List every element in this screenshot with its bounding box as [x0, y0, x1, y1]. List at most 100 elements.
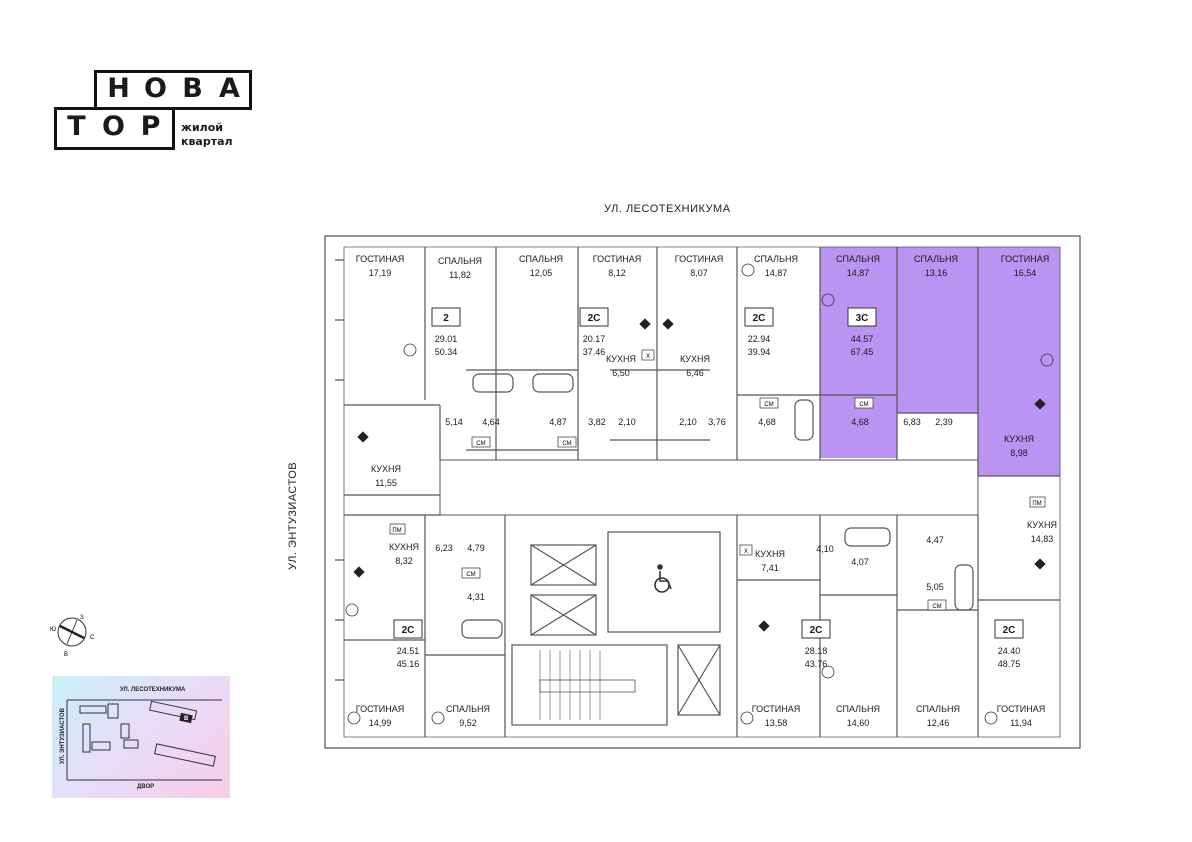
washer-tag: СМ	[562, 441, 571, 447]
minimap-left-street: УЛ. ЭНТУЗИАСТОВ	[60, 707, 66, 764]
room-label: ГОСТИНАЯ	[356, 254, 405, 264]
apartment-type: 3С	[856, 313, 869, 324]
elevator-2	[530, 594, 597, 636]
room-area: 14,83	[1031, 534, 1054, 544]
logo-letter: О	[102, 111, 125, 142]
room-area: 12,05	[530, 268, 553, 278]
room-area: 14,99	[369, 718, 392, 728]
apartment-living: 44.57	[851, 334, 874, 344]
area-label: 5,05	[926, 582, 944, 592]
elevator-3	[677, 644, 721, 716]
room-area: 13,16	[925, 268, 948, 278]
room-label: СПАЛЬНЯ	[914, 254, 958, 264]
room-area: 12,46	[927, 718, 950, 728]
logo-letter: Р	[140, 111, 161, 142]
logo-letter: А	[219, 73, 240, 104]
room-label: КУХНЯ	[389, 542, 419, 552]
apartment-total: 37.46	[583, 347, 606, 357]
area-label: 5,14	[445, 417, 463, 427]
small-area-labels: 5,14 4,64 4,87 3,82 2,10 2,10 3,76 4,68 …	[435, 417, 953, 602]
area-label: 2,10	[679, 417, 697, 427]
room-area: 14,60	[847, 718, 870, 728]
room-area: 16,54	[1014, 268, 1037, 278]
apartment-total: 50.34	[435, 347, 458, 357]
washer-tag: СМ	[859, 402, 868, 408]
stair-steps	[539, 650, 601, 720]
room-label: ГОСТИНАЯ	[752, 704, 801, 714]
area-label: 4,68	[851, 417, 869, 427]
room-label: СПАЛЬНЯ	[446, 704, 490, 714]
room-label: СПАЛЬНЯ	[836, 254, 880, 264]
room-label: ГОСТИНАЯ	[593, 254, 642, 264]
logo-sub-line2: квартал	[181, 135, 233, 148]
washer-tag: СМ	[476, 441, 485, 447]
dishwasher-tag: ПМ	[1032, 501, 1041, 507]
elevator-1	[530, 544, 597, 586]
area-label: 4,07	[851, 557, 869, 567]
room-area: 11,94	[1010, 718, 1032, 728]
room-label: СПАЛЬНЯ	[519, 254, 563, 264]
washer-tag: СМ	[466, 572, 475, 578]
apartment-marker[interactable]: 2С 20.17 37.46	[579, 307, 609, 357]
room-area: 6,46	[686, 368, 704, 378]
apartment-marker[interactable]: 3С 44.57 67.45	[847, 307, 877, 357]
room-area: 14,87	[765, 268, 788, 278]
apartment-marker[interactable]: 2С 28.18 43.76	[801, 619, 831, 669]
area-label: 4,31	[467, 592, 485, 602]
compass-e: С	[90, 635, 95, 641]
room-label: ГОСТИНАЯ	[997, 704, 1046, 714]
logo-letter: Т	[67, 111, 86, 142]
apartment-living: 29.01	[435, 334, 458, 344]
room-area: 6,50	[612, 368, 630, 378]
area-label: 2,10	[618, 417, 636, 427]
stairwell	[511, 644, 668, 726]
fridge-tag: Х	[646, 354, 650, 360]
apartment-marker[interactable]: 2С 24.40 48.75	[994, 619, 1024, 669]
apartment-type: 2С	[588, 313, 601, 324]
room-area: 7,41	[761, 563, 779, 573]
compass-s: В	[64, 652, 68, 658]
room-area: 11,55	[375, 478, 397, 488]
apartment-living: 20.17	[583, 334, 606, 344]
logo-letter: Н	[107, 73, 130, 104]
plants	[345, 263, 1054, 725]
room-label: ГОСТИНАЯ	[1001, 254, 1050, 264]
apartment-highlight-fill[interactable]	[820, 247, 1060, 476]
minimap-drawing	[66, 699, 222, 781]
wheelchair-icon	[654, 564, 672, 593]
area-label: 4,79	[467, 543, 485, 553]
apartment-total: 39.94	[748, 347, 771, 357]
area-label: 6,23	[435, 543, 453, 553]
logo-letter: О	[144, 73, 167, 104]
logo-letter: В	[182, 73, 203, 104]
highlighted-apartment[interactable]	[820, 247, 1060, 476]
room-label: КУХНЯ	[371, 464, 401, 474]
apartment-marker[interactable]: 2С 22.94 39.94	[744, 307, 774, 357]
area-label: 4,87	[549, 417, 567, 427]
apartment-total: 45.16	[397, 659, 420, 669]
logo-sub-line1: жилой	[181, 121, 223, 134]
apartment-living: 24.40	[998, 646, 1021, 656]
room-area: 8,12	[608, 268, 626, 278]
apartment-living: 24.51	[397, 646, 420, 656]
apartment-living: 22.94	[748, 334, 771, 344]
room-area: 8,32	[395, 556, 413, 566]
elevator-hall	[607, 531, 721, 633]
compass-icon: З Ю С В	[50, 615, 95, 658]
apartment-marker[interactable]: 2 29.01 50.34	[431, 307, 461, 357]
apartment-marker[interactable]: 2С 24.51 45.16	[393, 619, 423, 669]
corridor	[439, 459, 979, 516]
minimap-top-street: УЛ. ЛЕСОТЕХНИКУМА	[120, 687, 186, 693]
room-label: СПАЛЬНЯ	[754, 254, 798, 264]
room-label: КУХНЯ	[680, 354, 710, 364]
washer-tag: СМ	[932, 604, 941, 610]
room-area: 17,19	[369, 268, 392, 278]
area-label: 2,39	[935, 417, 953, 427]
room-label: ГОСТИНАЯ	[675, 254, 724, 264]
site-minimap: УЛ. ЛЕСОТЕХНИКУМА УЛ. ЭНТУЗИАСТОВ ДВОР В	[52, 676, 230, 798]
area-label: 4,10	[816, 544, 834, 554]
dining-tables	[353, 318, 1046, 632]
area-label: 6,83	[903, 417, 921, 427]
